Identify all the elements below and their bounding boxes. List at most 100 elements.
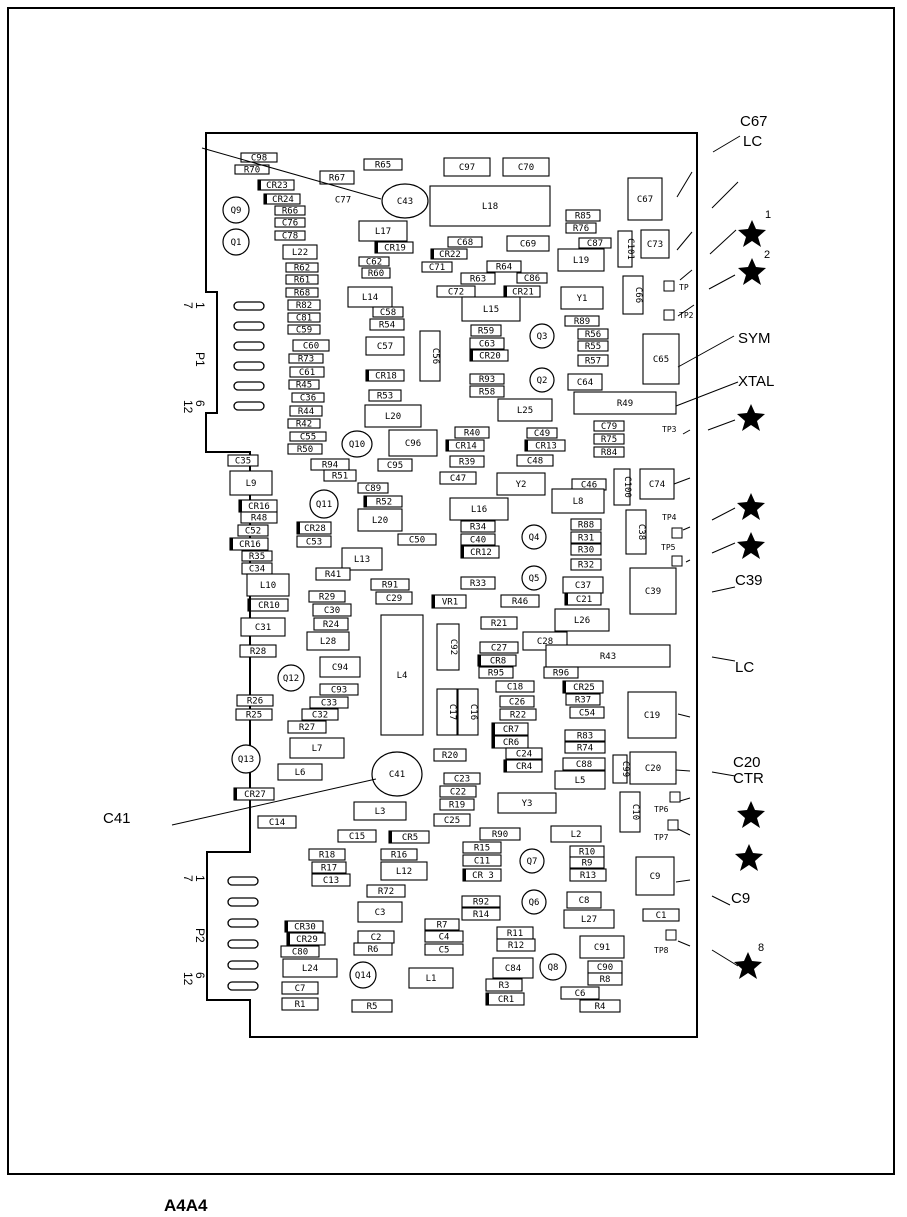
component-c35-label: C35 [235,457,251,467]
p1-pin-12-label: 12 [181,400,195,414]
component-c4-outline [424,930,464,943]
component-r88: R88 [570,518,602,531]
component-r44-label: R44 [298,407,314,417]
component-r3-outline [485,978,523,992]
component-c18-outline [495,680,535,693]
component-cr24: CR24 [263,193,301,205]
component-c19: C19 [627,691,677,739]
component-r66: R66 [274,205,306,217]
component-r21: R21 [480,616,518,630]
component-c39-label: C39 [645,587,661,597]
component-r73-outline [288,353,324,364]
component-c52: C52 [237,524,269,537]
component-r21-outline [480,616,518,630]
component-r85: R85 [565,209,601,222]
component-q10-label: Q10 [349,440,365,450]
component-l15-label: L15 [483,305,499,315]
component-cr10: CR10 [247,598,289,612]
component-c24-outline [505,747,543,760]
component-r35: R35 [241,550,273,562]
component-l10: L10 [246,573,290,597]
component-r43-outline [545,644,671,668]
component-c14-outline [257,815,297,829]
component-c95-label: C95 [387,461,403,471]
component-c96-label: C96 [405,439,421,449]
component-r64-label: R64 [496,263,512,273]
component-r95-label: R95 [488,669,504,679]
component-l12-label: L12 [396,867,412,877]
component-l4: L4 [380,614,424,736]
component-r33-outline [460,576,496,590]
component-c73-outline [640,229,670,259]
component-c99-outline [612,754,628,784]
component-c22-label: C22 [450,788,466,798]
component-c62-outline [358,256,390,267]
component-q8-label: Q8 [548,963,559,973]
component-r50-label: R50 [297,445,313,455]
component-r1-label: R1 [295,1000,306,1010]
component-r31-label: R31 [578,534,594,544]
component-l7-label: L7 [312,744,323,754]
component-c79-outline [593,420,625,432]
component-c6-label: C6 [575,989,586,999]
component-cr-3: CR 3 [462,868,502,882]
component-r7-label: R7 [437,921,448,931]
component-cr16: CR16 [238,499,278,513]
component-c78-outline [274,230,306,241]
component-q14: Q14 [349,961,377,989]
component-c80: C80 [280,945,320,958]
component-y2-outline [496,472,546,496]
component-c65-outline [642,333,680,385]
component-r90: R90 [479,827,521,841]
component-c15-outline [337,829,377,843]
component-c35-outline [227,454,259,467]
component-r59-label: R59 [478,327,494,337]
component-r70: R70 [234,164,270,176]
component-l6: L6 [277,763,323,781]
component-l25: L25 [497,398,553,422]
test-point-box [663,309,675,321]
component-q7: Q7 [519,848,545,874]
component-c98-outline [240,152,278,163]
component-r82-outline [287,299,321,311]
component-q11: Q11 [309,489,339,519]
component-c38-outline [625,509,647,555]
component-l5: L5 [554,770,606,790]
component-cr8: CR8 [477,654,517,667]
component-l10-outline [246,573,290,597]
component-c66-label: C66 [633,287,643,303]
component-r20-label: R20 [442,751,458,761]
component-r40-outline [454,426,490,439]
component-c65-label: C65 [653,355,669,365]
component-c16-outline [457,688,479,736]
component-l20: L20 [364,404,422,428]
component-c14-label: C14 [269,818,285,828]
component-c41-outline [371,751,423,797]
component-c17-label: C17 [447,704,457,720]
component-r39-label: R39 [459,458,475,468]
component-l5-outline [554,770,606,790]
p1-pin-first-label: 1 [193,302,207,309]
component-c54-label: C54 [579,709,595,719]
component-c52-label: C52 [245,527,261,537]
component-c53-outline [296,535,332,548]
component-r50: R50 [287,443,323,455]
component-cr1-polarity-bar [486,993,489,1005]
star-marker [737,493,765,520]
component-c94-label: C94 [332,663,348,673]
component-c13-label: C13 [323,876,339,886]
component-l3: L3 [353,801,407,821]
component-c76-outline [274,217,306,228]
component-r75-outline [593,433,625,445]
component-c56: C56 [419,330,441,382]
component-c32-label: C32 [312,711,328,721]
component-r31-outline [570,531,602,544]
component-c80-outline [280,945,320,958]
component-r95-outline [478,666,514,679]
component-r41-label: R41 [325,570,341,580]
component-c13-outline [311,873,351,887]
component-l17: L17 [358,220,408,242]
component-c24-label: C24 [516,750,532,760]
component-cr24-label: CR24 [272,195,294,205]
component-l27-label: L27 [581,915,597,925]
